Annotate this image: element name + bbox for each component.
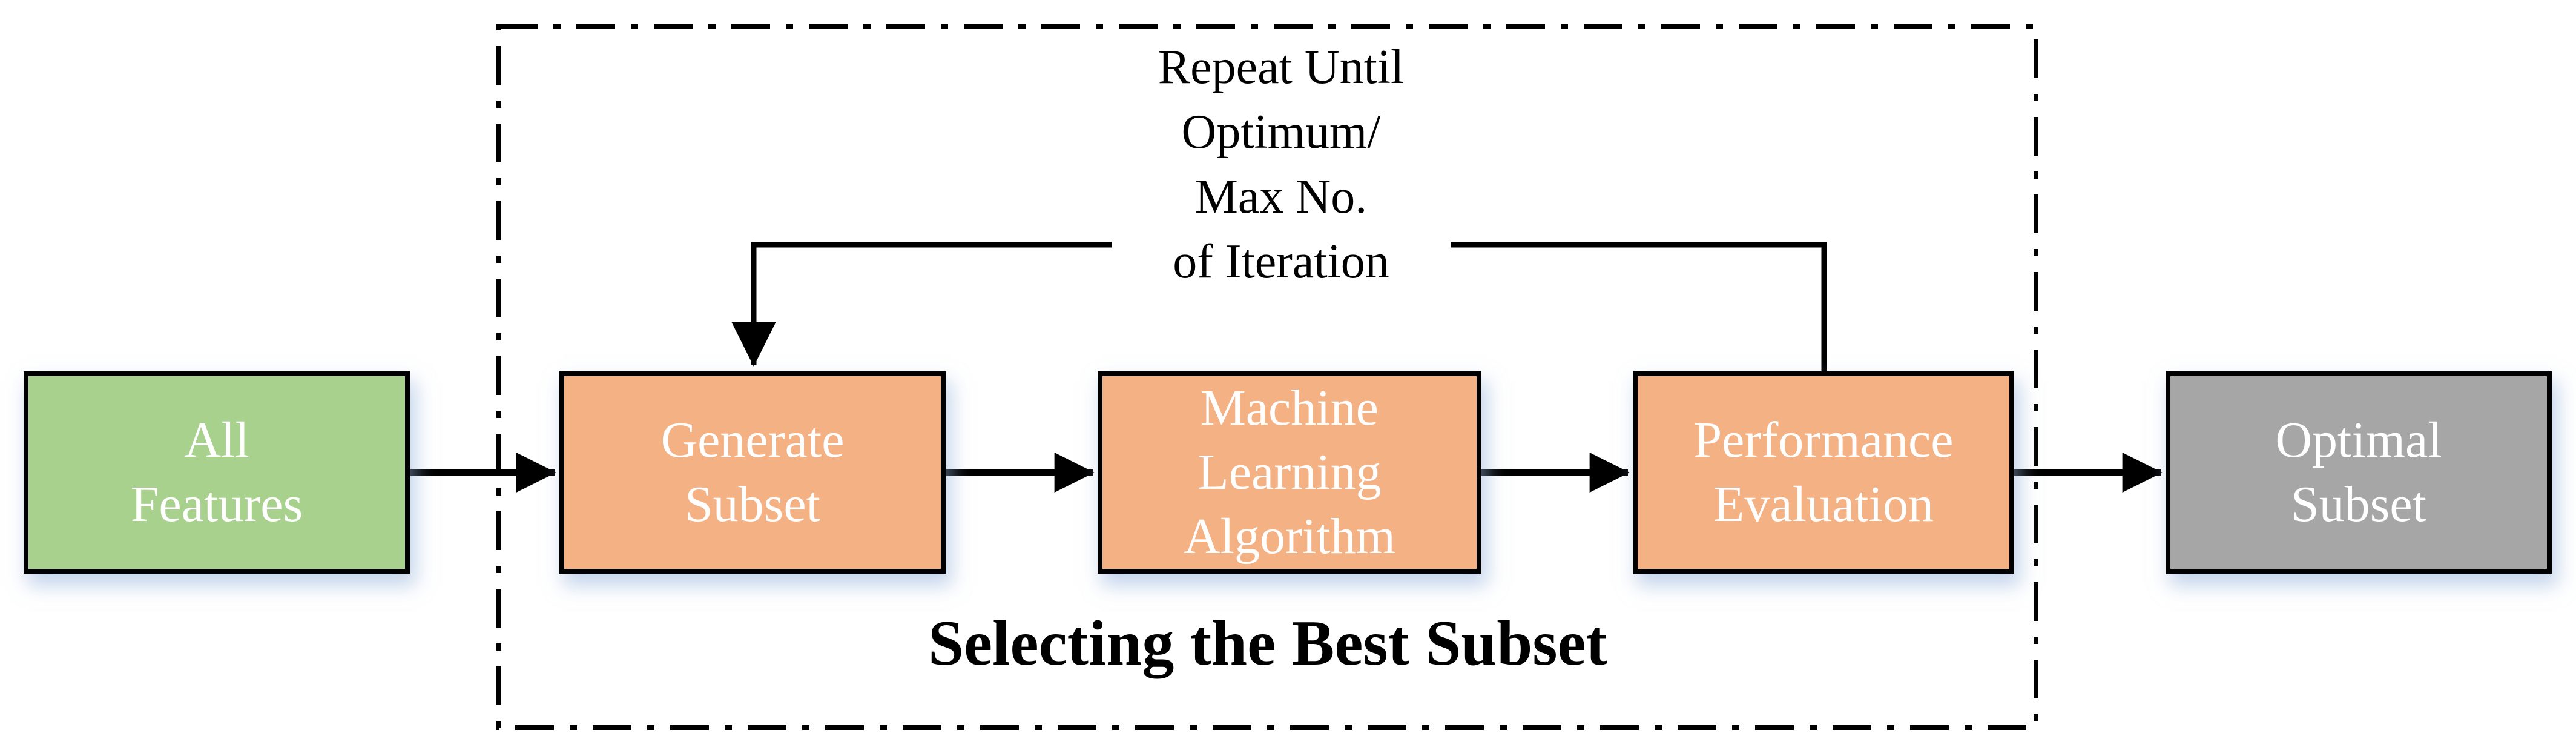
- node-generate-subset: Generate Subset: [559, 371, 946, 574]
- selection-region-dashdot-border: [496, 24, 2038, 730]
- node-optimal-subset: Optimal Subset: [2166, 371, 2552, 574]
- selection-region-title: Selecting the Best Subset: [928, 608, 1607, 678]
- node-all-features-label: All Features: [130, 412, 303, 532]
- node-all-features: All Features: [24, 371, 410, 574]
- node-machine-learning-algorithm-label: Machine Learning Algorithm: [1184, 380, 1395, 565]
- node-performance-evaluation-label: Performance Evaluation: [1693, 412, 1954, 532]
- node-generate-subset-label: Generate Subset: [660, 412, 845, 532]
- feedback-loop-annotation: Repeat Until Optimum/ Max No. of Iterati…: [1112, 35, 1451, 294]
- node-performance-evaluation: Performance Evaluation: [1633, 371, 2014, 574]
- node-optimal-subset-label: Optimal Subset: [2275, 412, 2442, 532]
- node-machine-learning-algorithm: Machine Learning Algorithm: [1098, 371, 1481, 574]
